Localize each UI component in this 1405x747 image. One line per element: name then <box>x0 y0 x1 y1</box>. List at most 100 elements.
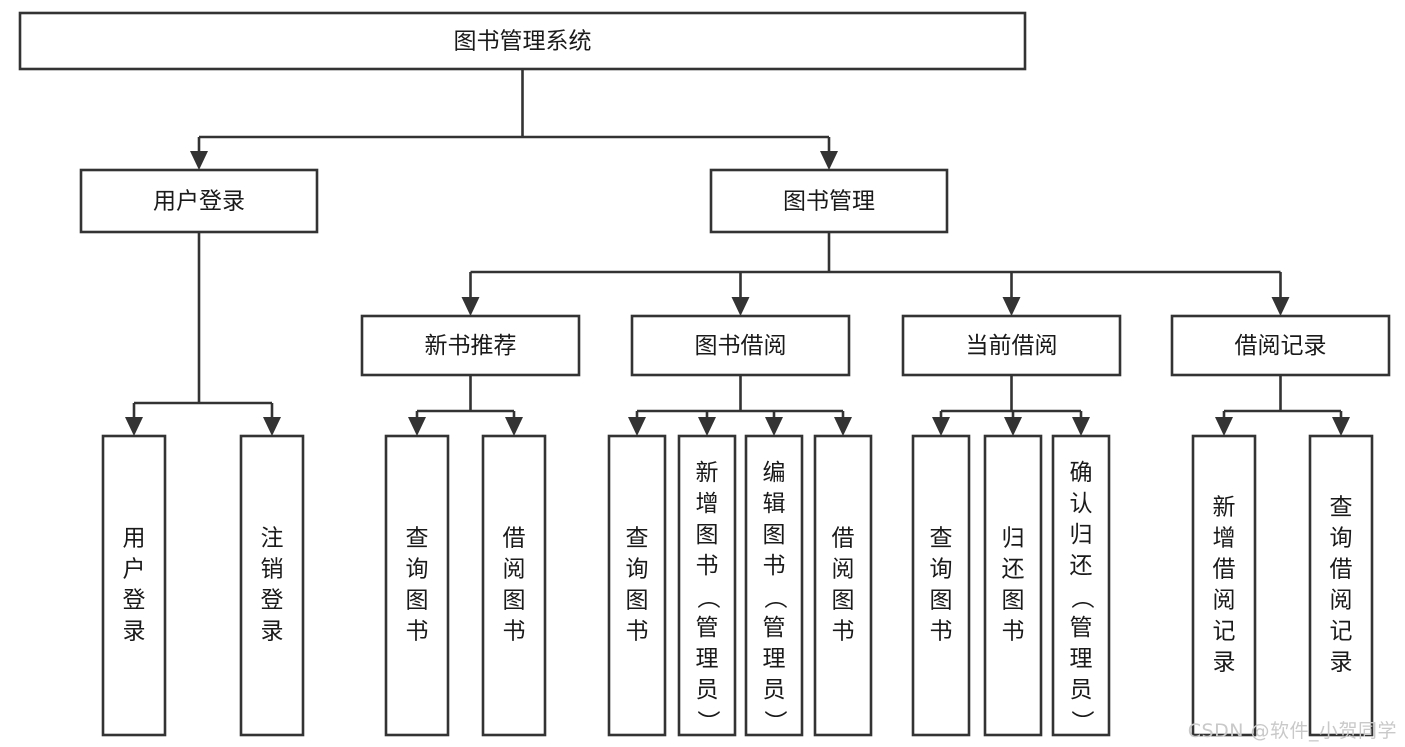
arrow-head-icon <box>932 417 950 436</box>
node-label-char: 借 <box>1213 557 1236 583</box>
node-label-char: 增 <box>696 491 719 517</box>
node-label-char: 销 <box>261 557 284 583</box>
node-label-char: 录 <box>1330 650 1353 676</box>
node-label: 图书借阅 <box>695 333 787 359</box>
node-label-char: 书 <box>763 553 786 579</box>
node-label-char: 书 <box>406 619 429 645</box>
node-label-char: 询 <box>930 557 953 583</box>
node-label-char: ） <box>695 710 721 733</box>
node-label-char: 管 <box>696 615 719 641</box>
node-label-char: 还 <box>1070 553 1093 579</box>
node-label-char: 员 <box>763 677 786 703</box>
node-rect <box>911 434 971 737</box>
node-label-char: 图 <box>696 522 719 548</box>
node-level3-current-borrow[interactable]: 当前借阅 <box>901 314 1122 377</box>
node-label: 借阅记录 <box>1235 333 1327 359</box>
node-label-char: 理 <box>1070 646 1093 672</box>
node-label-char: 还 <box>1002 557 1025 583</box>
arrow-head-icon <box>505 417 523 436</box>
node-rect <box>901 314 1122 377</box>
arrow-head-icon <box>1332 417 1350 436</box>
arrow-head-icon <box>698 417 716 436</box>
arrow-head-icon <box>408 417 426 436</box>
node-label-char: 询 <box>626 557 649 583</box>
node-label-char: 注 <box>261 526 284 552</box>
arrow-head-icon <box>1072 417 1090 436</box>
node-label-char: 书 <box>930 619 953 645</box>
node-label-char: 管 <box>763 615 786 641</box>
node-rect <box>101 434 167 737</box>
node-label-char: 录 <box>261 619 284 645</box>
node-label-char: （ <box>1069 586 1095 609</box>
node-label-char: 录 <box>1213 650 1236 676</box>
node-level3-new-book-rec[interactable]: 新书推荐 <box>360 314 581 377</box>
arrow-head-icon <box>263 417 281 436</box>
arrow-head-icon <box>1271 297 1290 316</box>
node-rect <box>630 314 851 377</box>
node-label-char: 询 <box>406 557 429 583</box>
node-label-char: 登 <box>123 588 146 614</box>
node-label-char: 记 <box>1330 619 1353 645</box>
node-label: 新书推荐 <box>425 333 517 359</box>
node-label-char: 书 <box>626 619 649 645</box>
arrow-head-icon <box>1004 417 1022 436</box>
node-rect <box>607 434 667 737</box>
connectors-layer <box>125 69 1350 436</box>
node-root[interactable]: 图书管理系统 <box>18 11 1027 71</box>
node-label-char: 认 <box>1070 491 1093 517</box>
node-rect <box>18 11 1027 71</box>
node-label-char: 录 <box>123 619 146 645</box>
node-label-char: 借 <box>1330 557 1353 583</box>
node-label-char: 用 <box>123 526 146 552</box>
node-rect <box>1191 434 1257 737</box>
node-label-char: 新 <box>696 460 719 486</box>
node-label-char: 图 <box>503 588 526 614</box>
node-label-char: 增 <box>1213 526 1236 552</box>
node-label-char: 理 <box>696 646 719 672</box>
node-rect <box>744 434 804 737</box>
node-label-char: 借 <box>503 526 526 552</box>
node-label-char: （ <box>695 586 721 609</box>
node-rect <box>481 434 547 737</box>
node-label: 当前借阅 <box>966 333 1058 359</box>
node-label-char: 阅 <box>503 557 526 583</box>
node-leaf-leaf-user-login[interactable]: 用户登录 <box>101 434 167 737</box>
arrow-head-icon <box>461 297 480 316</box>
node-rect <box>709 168 949 234</box>
node-rect <box>1051 434 1111 737</box>
node-rect <box>813 434 873 737</box>
node-level3-book-borrow[interactable]: 图书借阅 <box>630 314 851 377</box>
node-label-char: 书 <box>696 553 719 579</box>
node-label-char: 询 <box>1330 526 1353 552</box>
node-level2-user-login[interactable]: 用户登录 <box>79 168 319 234</box>
node-label-char: 确 <box>1070 460 1093 486</box>
arrow-head-icon <box>1215 417 1233 436</box>
node-level3-borrow-record[interactable]: 借阅记录 <box>1170 314 1391 377</box>
node-label-char: 图 <box>763 522 786 548</box>
node-label-char: 查 <box>930 526 953 552</box>
node-label-char: 员 <box>696 677 719 703</box>
node-label-char: 查 <box>626 526 649 552</box>
arrow-head-icon <box>834 417 852 436</box>
node-rect <box>239 434 305 737</box>
node-label-char: 图 <box>1002 588 1025 614</box>
nodes-layer: 图书管理系统用户登录图书管理新书推荐图书借阅当前借阅借阅记录用户登录注销登录查询… <box>18 11 1391 737</box>
node-label-char: 阅 <box>832 557 855 583</box>
arrow-head-icon <box>125 417 143 436</box>
node-level2-book-manage[interactable]: 图书管理 <box>709 168 949 234</box>
arrow-head-icon <box>190 151 208 170</box>
node-label-char: 借 <box>832 526 855 552</box>
